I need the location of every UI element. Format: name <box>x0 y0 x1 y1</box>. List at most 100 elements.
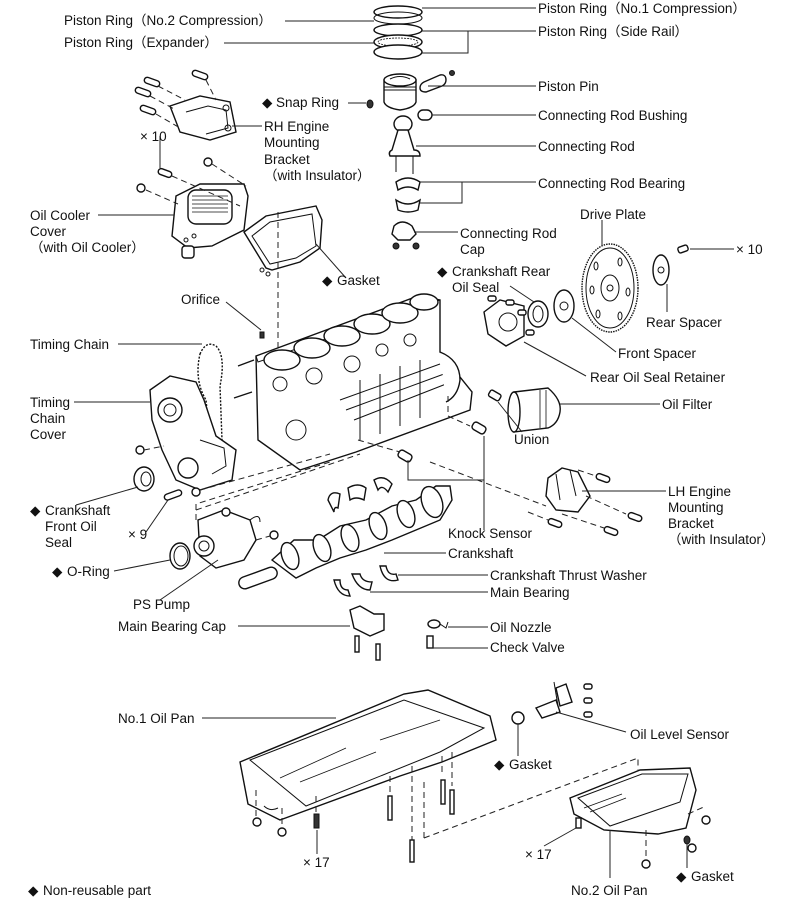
label-connecting-rod-bearing: Connecting Rod Bearing <box>538 176 685 191</box>
main-bearing-lower <box>350 573 373 591</box>
label-rh-bracket-line2: Mounting <box>264 135 320 150</box>
oil-cooler-cover <box>171 183 249 259</box>
label-crank-rear-seal-line1: Crankshaft Rear <box>452 264 551 279</box>
no1-oil-pan-fasteners <box>252 752 455 863</box>
label-connecting-rod-bushing: Connecting Rod Bushing <box>538 108 687 123</box>
no2-oil-pan <box>569 767 697 835</box>
oil-cooler-fasteners <box>136 157 247 207</box>
no1-oil-pan <box>239 689 497 821</box>
non-reusable-marker: ◆ <box>437 264 448 279</box>
label-timing-chain: Timing Chain <box>30 337 109 352</box>
label-oil-nozzle: Oil Nozzle <box>490 620 552 635</box>
crankshaft-thrust-washer <box>333 565 399 597</box>
label-rear-spacer: Rear Spacer <box>646 315 722 330</box>
label-lh-bracket-line2: Mounting <box>668 500 724 515</box>
timing-chain-cover <box>149 375 237 491</box>
label-oil-cooler-line1: Oil Cooler <box>30 208 91 223</box>
label-crankshaft-thrust-washer: Crankshaft Thrust Washer <box>490 568 647 583</box>
label-crank-front-seal-line3: Seal <box>45 535 72 550</box>
labels: Piston Ring（No.1 Compression） Piston Rin… <box>28 1 775 898</box>
label-crank-front-seal-line1: Crankshaft <box>45 503 111 518</box>
piston <box>383 73 417 111</box>
oil-level-sensor <box>534 681 593 719</box>
label-gasket-oil-cooler: Gasket <box>337 273 380 288</box>
non-reusable-marker: ◆ <box>30 503 41 518</box>
label-no2-pan-qty: × 17 <box>525 847 552 862</box>
snap-ring <box>366 99 374 109</box>
connecting-rod <box>388 115 421 174</box>
main-bearing-upper <box>327 477 393 513</box>
label-connecting-rod-cap-line2: Cap <box>460 242 485 257</box>
piston-ring-no2-compression <box>373 23 423 37</box>
label-piston-ring-no2: Piston Ring（No.2 Compression） <box>64 13 272 28</box>
oil-filter <box>507 387 561 433</box>
non-reusable-marker: ◆ <box>322 273 333 288</box>
label-union: Union <box>514 432 549 447</box>
label-check-valve: Check Valve <box>490 640 565 655</box>
rh-bracket-bolts <box>134 69 217 129</box>
ps-pump <box>193 461 331 569</box>
o-ring <box>169 542 191 570</box>
crankshaft-rear-oil-seal <box>527 300 549 328</box>
label-crankshaft: Crankshaft <box>448 546 514 561</box>
cylinder-block <box>233 293 473 471</box>
label-timing-cover-line3: Cover <box>30 427 67 442</box>
front-spacer <box>553 289 575 323</box>
label-rh-bracket-qty: × 10 <box>140 129 167 144</box>
rear-spacer <box>652 254 670 286</box>
legend-non-reusable: Non-reusable part <box>43 883 151 898</box>
crankshaft-front-oil-seal <box>133 466 155 492</box>
rear-oil-seal-retainer <box>483 295 535 347</box>
no2-pan-fasteners <box>575 805 711 869</box>
label-no1-oil-pan: No.1 Oil Pan <box>118 711 195 726</box>
label-snap-ring: Snap Ring <box>276 95 339 110</box>
non-reusable-marker: ◆ <box>494 757 505 772</box>
piston-pin <box>419 70 455 93</box>
piston-ring-expander-and-rails <box>373 34 423 60</box>
label-rh-bracket-line4: （with Insulator） <box>264 168 371 183</box>
label-oil-cooler-line3: （with Oil Cooler） <box>30 240 145 255</box>
label-gasket-pan: Gasket <box>509 757 552 772</box>
non-reusable-marker: ◆ <box>262 95 273 110</box>
label-rh-bracket-line1: RH Engine <box>264 119 329 134</box>
label-timing-cover-line1: Timing <box>30 395 70 410</box>
timing-cover-fasteners <box>135 445 361 511</box>
label-piston-pin: Piston Pin <box>538 79 599 94</box>
orifice <box>259 331 265 339</box>
label-connecting-rod-cap-line1: Connecting Rod <box>460 226 557 241</box>
label-gasket-drain: Gasket <box>691 869 734 884</box>
legend-marker: ◆ <box>28 883 39 898</box>
check-valve <box>426 635 434 649</box>
label-o-ring: O-Ring <box>67 564 110 579</box>
non-reusable-marker: ◆ <box>676 869 687 884</box>
oil-nozzle <box>427 619 449 629</box>
label-lh-bracket-line4: （with Insulator） <box>668 532 775 547</box>
label-timing-cover-line2: Chain <box>30 411 65 426</box>
label-knock-sensor: Knock Sensor <box>448 526 533 541</box>
label-front-spacer: Front Spacer <box>618 346 697 361</box>
label-piston-ring-expander: Piston Ring（Expander） <box>64 35 218 50</box>
oil-cooler-gasket <box>243 205 323 277</box>
label-rear-oil-seal-retainer: Rear Oil Seal Retainer <box>590 370 726 385</box>
label-rh-bracket-line3: Bracket <box>264 152 310 167</box>
lh-engine-mounting-bracket <box>527 467 643 537</box>
union <box>487 389 502 402</box>
knock-sensors <box>397 421 487 463</box>
label-lh-bracket-line1: LH Engine <box>668 484 731 499</box>
label-connecting-rod: Connecting Rod <box>538 139 635 154</box>
label-piston-ring-no1: Piston Ring（No.1 Compression） <box>538 1 746 16</box>
label-crank-rear-seal-line2: Oil Seal <box>452 280 499 295</box>
drive-plate-bolt <box>677 244 689 254</box>
connecting-rod-bushing <box>417 109 433 121</box>
label-no1-pan-qty: × 17 <box>303 855 330 870</box>
label-drive-plate: Drive Plate <box>580 207 646 222</box>
pan-gasket <box>511 711 525 725</box>
label-drive-plate-qty: × 10 <box>736 242 763 257</box>
connecting-rod-cap <box>391 221 420 250</box>
label-orifice: Orifice <box>181 292 220 307</box>
drive-plate <box>581 243 639 333</box>
label-main-bearing: Main Bearing <box>490 585 570 600</box>
rh-engine-mounting-bracket <box>169 95 237 141</box>
label-main-bearing-cap: Main Bearing Cap <box>118 619 226 634</box>
